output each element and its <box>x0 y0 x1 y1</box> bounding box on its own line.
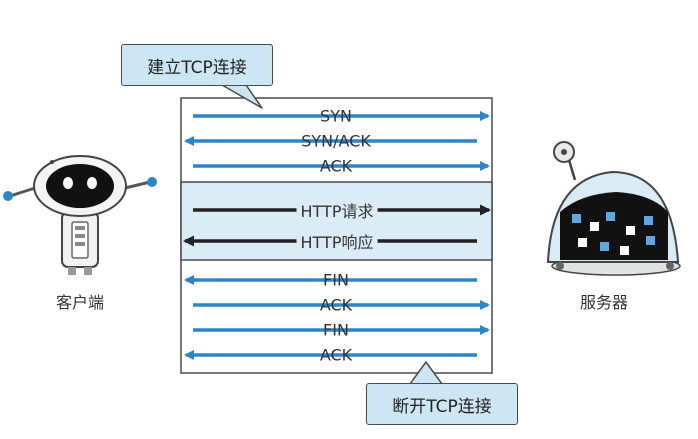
label-syn: SYN <box>320 106 352 126</box>
callout-disconnect: 断开TCP连接 <box>366 383 518 425</box>
client-robot-icon <box>3 155 157 275</box>
server-robot-icon <box>546 141 681 276</box>
label-fin-2: FIN <box>323 320 349 340</box>
label-ack-1: ACK <box>319 156 353 176</box>
callout-connect-text: 建立TCP连接 <box>147 57 247 78</box>
server-label: 服务器 <box>579 293 629 312</box>
label-http-request: HTTP请求 <box>296 198 378 222</box>
label-ack-3: ACK <box>319 345 353 365</box>
label-fin-1: FIN <box>323 270 349 290</box>
label-syn-ack: SYN/ACK <box>301 131 371 151</box>
label-http-response: HTTP响应 <box>296 229 378 253</box>
callout-connect: 建立TCP连接 <box>121 44 273 86</box>
label-ack-2: ACK <box>319 295 353 315</box>
client-label: 客户端 <box>55 293 105 312</box>
callout-disconnect-text: 断开TCP连接 <box>392 396 492 417</box>
